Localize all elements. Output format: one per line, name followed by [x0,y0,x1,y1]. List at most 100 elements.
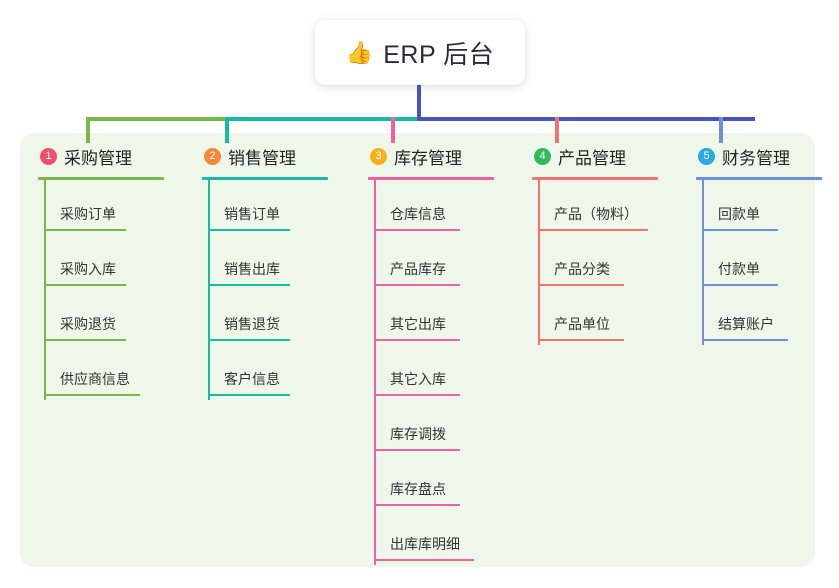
leaf-item-rule [44,339,126,341]
leaf-item[interactable]: 产品单位 [516,290,686,345]
column-title: 库存管理 [394,148,462,168]
leaf-item-label: 供应商信息 [60,371,130,387]
drop-connector-purchasing [86,117,90,143]
leaf-item[interactable]: 销售出库 [186,235,346,290]
column-header-product[interactable]: 4 产品管理 [516,144,686,168]
column-spine [208,180,210,400]
column-number-badge: 1 [40,147,57,165]
leaf-item-label: 仓库信息 [390,206,446,222]
leaf-item-rule [208,284,290,286]
leaf-item[interactable]: 回款单 [680,180,839,235]
column-title: 采购管理 [64,148,132,168]
root-node-title: ERP 后台 [383,40,495,69]
column-body-finance: 回款单付款单结算账户 [680,180,839,345]
column-header-inventory[interactable]: 3 库存管理 [352,144,522,168]
bus-segment-sales [227,117,417,121]
leaf-item[interactable]: 其它入库 [352,345,522,400]
column-title: 产品管理 [558,148,626,168]
column-header-rule [368,177,494,180]
leaf-item[interactable]: 销售退货 [186,290,346,345]
drop-connector-sales [225,117,229,143]
column-number-badge: 3 [370,147,387,165]
leaf-item-label: 销售订单 [224,206,280,222]
leaf-item[interactable]: 产品库存 [352,235,522,290]
leaf-item-rule [208,229,290,231]
leaf-item[interactable]: 仓库信息 [352,180,522,235]
leaf-item-rule [702,284,778,286]
column-spine [44,180,46,400]
leaf-item-rule [374,229,460,231]
leaf-item-rule [374,284,460,286]
leaf-item-rule [702,229,778,231]
drop-connector-product [555,117,559,143]
leaf-item[interactable]: 采购订单 [22,180,182,235]
leaf-item[interactable]: 客户信息 [186,345,346,400]
bus-segment-purchasing [86,117,227,121]
leaf-item-label: 其它入库 [390,371,446,387]
leaf-item[interactable]: 库存调拨 [352,400,522,455]
leaf-item[interactable]: 库存盘点 [352,455,522,510]
leaf-item-rule [374,559,474,561]
column-header-rule [202,177,328,180]
leaf-item-rule [44,229,126,231]
leaf-item[interactable]: 采购退货 [22,290,182,345]
leaf-item-rule [208,339,290,341]
leaf-item[interactable]: 销售订单 [186,180,346,235]
leaf-item[interactable]: 结算账户 [680,290,839,345]
bus-segment-finance [417,117,755,121]
leaf-item-label: 产品分类 [554,261,610,277]
leaf-item-label: 出库库明细 [390,536,460,552]
column-number-badge: 4 [534,147,551,165]
leaf-item-label: 库存盘点 [390,481,446,497]
leaf-item[interactable]: 出库库明细 [352,510,522,565]
leaf-item[interactable]: 其它出库 [352,290,522,345]
column-body-sales: 销售订单销售出库销售退货客户信息 [186,180,346,400]
leaf-item-label: 客户信息 [224,371,280,387]
column-purchasing: 1 采购管理采购订单采购入库采购退货供应商信息 [22,144,182,400]
leaf-item-label: 结算账户 [718,316,774,332]
leaf-item[interactable]: 付款单 [680,235,839,290]
column-body-product: 产品（物料） 产品分类产品单位 [516,180,686,345]
column-header-rule [696,177,822,180]
column-spine [538,180,540,345]
thumbs-up-icon: 👍 [345,39,374,65]
leaf-item-label: 库存调拨 [390,426,446,442]
diagram-panel [20,133,815,567]
column-inventory: 3 库存管理仓库信息产品库存其它出库其它入库库存调拨库存盘点出库库明细 [352,144,522,565]
leaf-item-label: 采购退货 [60,316,116,332]
root-node-card[interactable]: 👍 ERP 后台 [315,20,525,85]
column-header-rule [532,177,658,180]
leaf-item-rule [538,339,624,341]
leaf-item-rule [374,504,460,506]
leaf-item-label: 采购订单 [60,206,116,222]
leaf-item-label: 采购入库 [60,261,116,277]
leaf-item[interactable]: 采购入库 [22,235,182,290]
column-spine [374,180,376,565]
leaf-item-rule [538,229,648,231]
leaf-item-rule [538,284,624,286]
leaf-item-rule [374,449,460,451]
column-header-rule [38,177,164,180]
column-spine [702,180,704,345]
leaf-item-rule [208,394,290,396]
leaf-item-label: 回款单 [718,206,760,222]
leaf-item[interactable]: 供应商信息 [22,345,182,400]
leaf-item-label: 产品（物料） [554,206,638,222]
root-node-content: 👍 ERP 后台 [346,35,494,71]
leaf-item-rule [44,394,140,396]
column-body-purchasing: 采购订单采购入库采购退货供应商信息 [22,180,182,400]
leaf-item-label: 产品库存 [390,261,446,277]
leaf-item-label: 销售退货 [224,316,280,332]
drop-connector-inventory [391,117,395,143]
column-header-purchasing[interactable]: 1 采购管理 [22,144,182,168]
column-title: 财务管理 [722,148,790,168]
leaf-item-label: 其它出库 [390,316,446,332]
leaf-item-rule [374,394,460,396]
column-number-badge: 2 [204,147,221,165]
leaf-item[interactable]: 产品（物料） [516,180,686,235]
leaf-item[interactable]: 产品分类 [516,235,686,290]
